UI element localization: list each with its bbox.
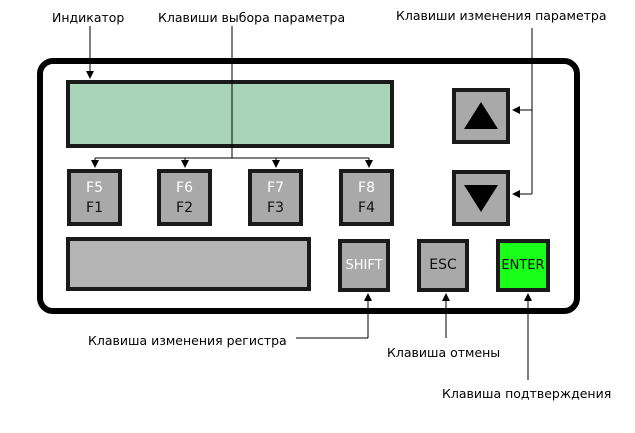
esc-key[interactable]: ESC xyxy=(417,239,469,292)
label-shift-key: Клавиша изменения регистра xyxy=(88,333,287,348)
f3-key[interactable]: F7 F3 xyxy=(248,169,303,226)
secondary-display xyxy=(66,237,311,291)
label-param-select: Клавиши выбора параметра xyxy=(158,10,346,25)
enter-key[interactable]: ENTER xyxy=(496,239,550,292)
f4-key-top-label: F8 xyxy=(358,180,375,196)
indicator-display xyxy=(66,80,394,148)
f2-key-bottom-label: F2 xyxy=(176,200,193,216)
up-key[interactable] xyxy=(452,88,510,144)
f2-key-top-label: F6 xyxy=(176,180,193,196)
f3-key-bottom-label: F3 xyxy=(267,200,284,216)
down-key[interactable] xyxy=(452,170,510,226)
f2-key[interactable]: F6 F2 xyxy=(157,169,212,226)
label-confirm-key: Клавиша подтверждения xyxy=(442,386,612,401)
label-cancel-key: Клавиша отмены xyxy=(387,345,501,360)
label-indicator: Индикатор xyxy=(52,10,125,25)
f1-key[interactable]: F5 F1 xyxy=(67,169,122,226)
f4-key[interactable]: F8 F4 xyxy=(339,169,394,226)
shift-key[interactable]: SHIFT xyxy=(338,239,390,292)
f1-key-bottom-label: F1 xyxy=(86,200,103,216)
triangle-down-icon xyxy=(464,185,498,212)
triangle-up-icon xyxy=(464,102,498,129)
f1-key-top-label: F5 xyxy=(86,180,103,196)
f3-key-top-label: F7 xyxy=(267,180,284,196)
label-param-change: Клавиши изменения параметра xyxy=(396,8,607,23)
f4-key-bottom-label: F4 xyxy=(358,200,375,216)
